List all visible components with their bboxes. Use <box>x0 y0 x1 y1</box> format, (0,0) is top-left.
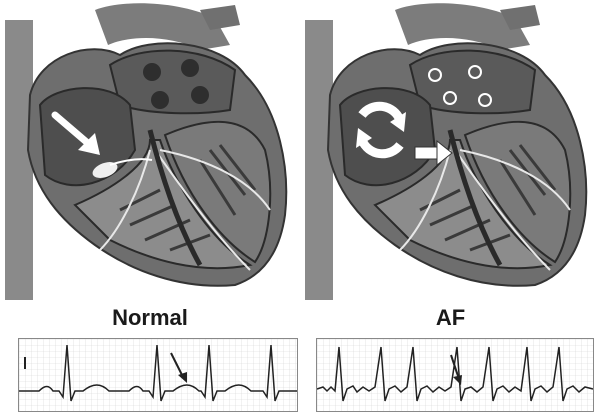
pulmonary-vein-opening <box>143 63 161 81</box>
heart-illustration-normal <box>0 0 300 300</box>
label-af: AF <box>300 305 601 331</box>
label-normal: Normal <box>0 305 300 331</box>
ecg-strip-af <box>316 338 594 412</box>
ecg-grid <box>317 339 593 411</box>
vena-cava <box>305 20 333 300</box>
heart-illustration-af <box>300 0 601 300</box>
ecg-strip-normal <box>18 338 298 412</box>
vena-cava <box>5 20 33 300</box>
